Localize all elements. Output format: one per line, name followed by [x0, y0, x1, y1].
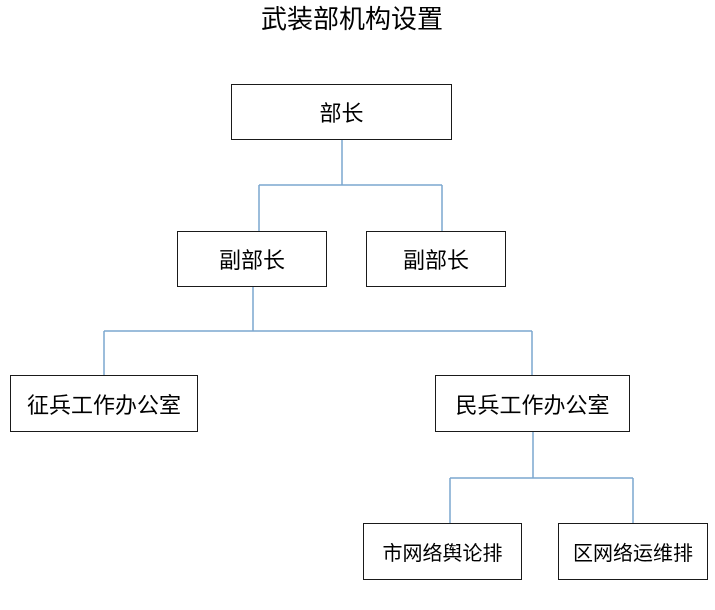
node-label: 副部长	[218, 249, 285, 274]
node-label: 部长	[319, 102, 364, 127]
diagram-title: 武装部机构设置	[260, 5, 443, 35]
node-label: 副部长	[402, 249, 469, 274]
node-minister: 部长	[231, 84, 452, 140]
node-deputy-left: 副部长	[177, 231, 327, 287]
node-label: 征兵工作办公室	[26, 393, 181, 419]
node-district-network-platoon: 区网络运维排	[558, 523, 708, 580]
node-militia-office: 民兵工作办公室	[435, 375, 630, 432]
node-label: 区网络运维排	[573, 541, 693, 565]
node-conscription-office: 征兵工作办公室	[10, 375, 198, 432]
node-deputy-right: 副部长	[366, 231, 506, 287]
node-label: 市网络舆论排	[382, 541, 503, 565]
node-label: 民兵工作办公室	[455, 393, 610, 419]
node-city-network-platoon: 市网络舆论排	[363, 523, 522, 580]
